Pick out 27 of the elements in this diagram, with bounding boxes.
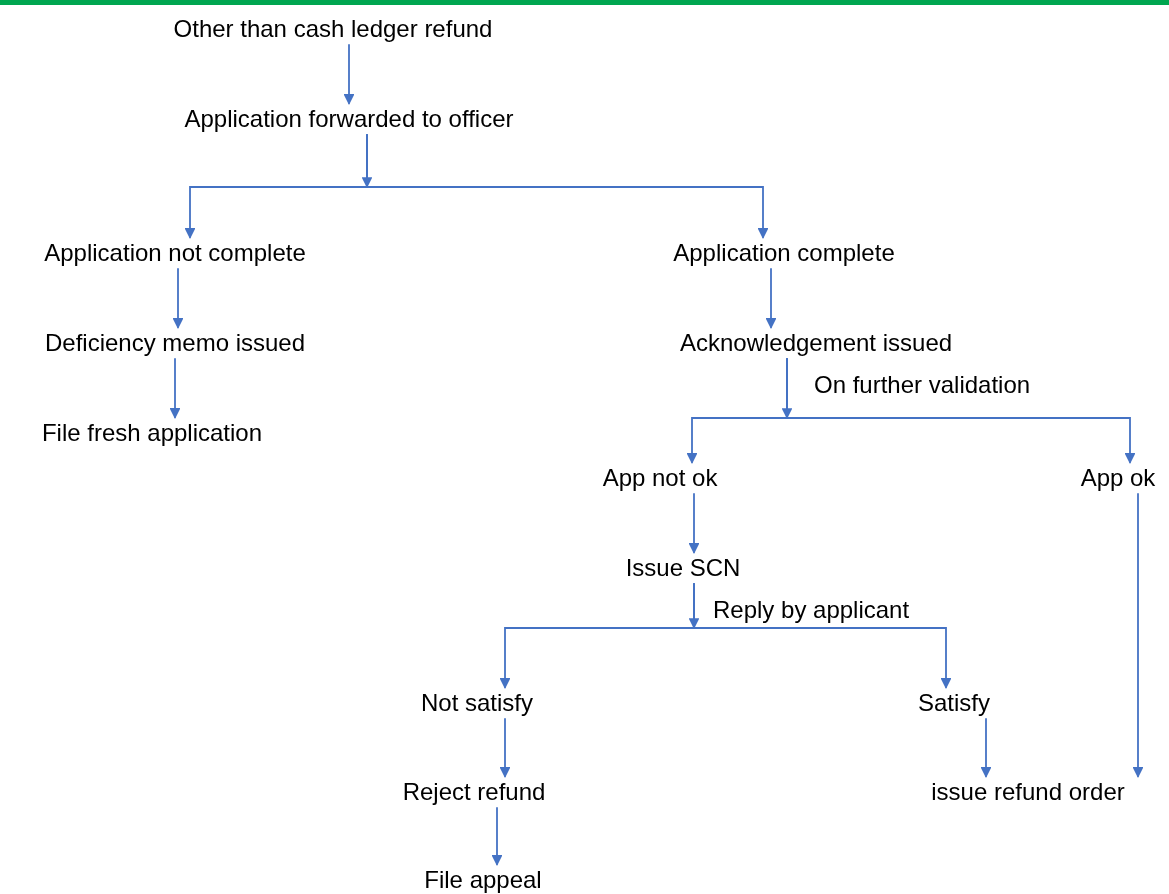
step-text: Application not complete xyxy=(41,237,309,269)
step-text: Acknowledgement issued xyxy=(676,327,956,359)
step-text: Reject refund xyxy=(399,776,549,808)
arrow xyxy=(361,133,373,189)
arrow xyxy=(1132,492,1144,778)
arrow xyxy=(172,267,184,329)
arrow xyxy=(169,357,181,419)
step-text: Not satisfy xyxy=(418,687,536,719)
step-text: Application complete xyxy=(670,237,898,269)
arrow xyxy=(499,717,511,778)
arrow xyxy=(980,717,992,778)
step-text: File fresh application xyxy=(38,417,266,449)
step-text: issue refund order xyxy=(928,776,1128,808)
step-text: App not ok xyxy=(599,462,721,494)
step-text: File appeal xyxy=(421,864,545,894)
step-text: Other than cash ledger refund xyxy=(170,13,496,45)
arrow xyxy=(765,267,777,329)
step-text: Issue SCN xyxy=(622,552,744,584)
arrow xyxy=(688,492,700,554)
arrow xyxy=(491,806,503,866)
step-text: Application forwarded to officer xyxy=(181,103,517,135)
step-text: App ok xyxy=(1077,462,1159,494)
arrow xyxy=(688,582,700,630)
arrow xyxy=(343,43,355,105)
step-text: Satisfy xyxy=(915,687,993,719)
arrow xyxy=(781,357,793,420)
step-text: Deficiency memo issued xyxy=(41,327,309,359)
